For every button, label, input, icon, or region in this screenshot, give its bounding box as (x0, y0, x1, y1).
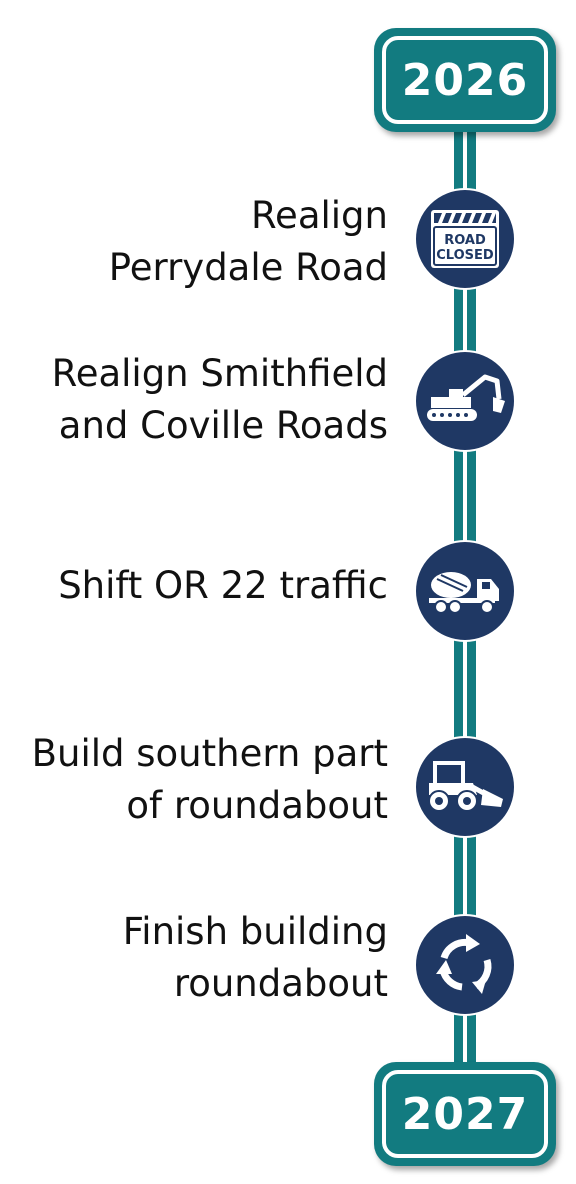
excavator-icon (427, 374, 505, 421)
step-3-node (414, 540, 516, 642)
step-2-label: Realign Smithfield and Coville Roads (0, 348, 388, 452)
step-1-line-2: Perrydale Road (108, 246, 388, 289)
step-5-line-1: Finish building (122, 910, 388, 953)
step-1-line-1: Realign (251, 194, 388, 237)
step-5-line-2: roundabout (173, 962, 388, 1005)
step-4-line-1: Build southern part (31, 732, 388, 775)
step-5-label: Finish building roundabout (0, 906, 388, 1010)
step-3-label: Shift OR 22 traffic (0, 560, 388, 612)
step-4-label: Build southern part of roundabout (0, 728, 388, 832)
road-closed-sign-icon: ROAD CLOSED (431, 210, 499, 268)
step-3-line-1: Shift OR 22 traffic (58, 564, 388, 607)
sign-text-closed: CLOSED (436, 248, 494, 263)
cement-mixer-truck-icon (429, 572, 499, 614)
start-year-badge: 2026 (374, 28, 556, 132)
start-year-badge-frame: 2026 (382, 36, 548, 124)
sign-text-road: ROAD (444, 233, 486, 248)
end-year-text: 2027 (401, 1088, 529, 1140)
step-5-node (414, 914, 516, 1016)
step-4-line-2: of roundabout (126, 784, 388, 827)
step-2-line-2: and Coville Roads (58, 404, 388, 447)
roundabout-arrows-icon (436, 934, 492, 994)
end-year-badge-frame: 2027 (382, 1070, 548, 1158)
start-year-text: 2026 (401, 54, 529, 106)
step-2-line-1: Realign Smithfield (51, 352, 388, 395)
step-4-node (414, 736, 516, 838)
end-year-badge: 2027 (374, 1062, 556, 1166)
step-2-node (414, 350, 516, 452)
wheel-loader-icon (428, 761, 503, 812)
step-1-node: ROAD CLOSED (414, 188, 516, 290)
step-1-label: Realign Perrydale Road (0, 190, 388, 294)
